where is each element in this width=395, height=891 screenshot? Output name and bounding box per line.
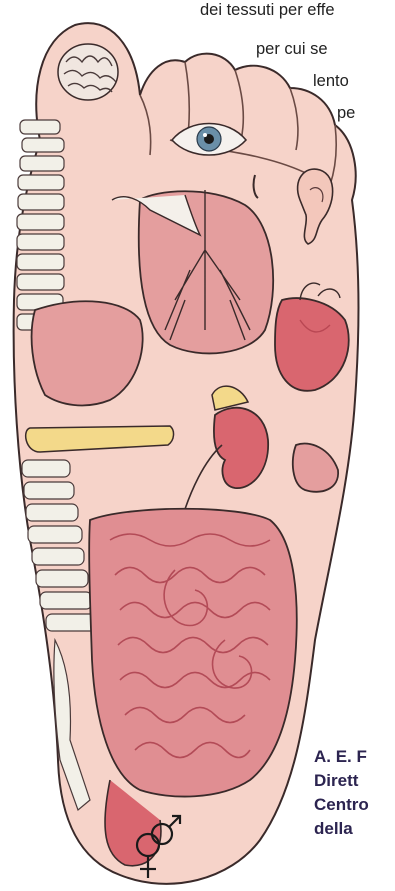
author-line-2: Dirett — [314, 769, 369, 793]
author-line-1: A. E. F — [314, 745, 369, 769]
author-line-3: Centro — [314, 793, 369, 817]
intestines-icon — [89, 509, 297, 797]
brain-icon — [58, 44, 118, 100]
spine-upper-icon — [17, 120, 64, 330]
author-block: A. E. F Dirett Centro della — [314, 745, 369, 841]
author-line-4: della — [314, 817, 369, 841]
